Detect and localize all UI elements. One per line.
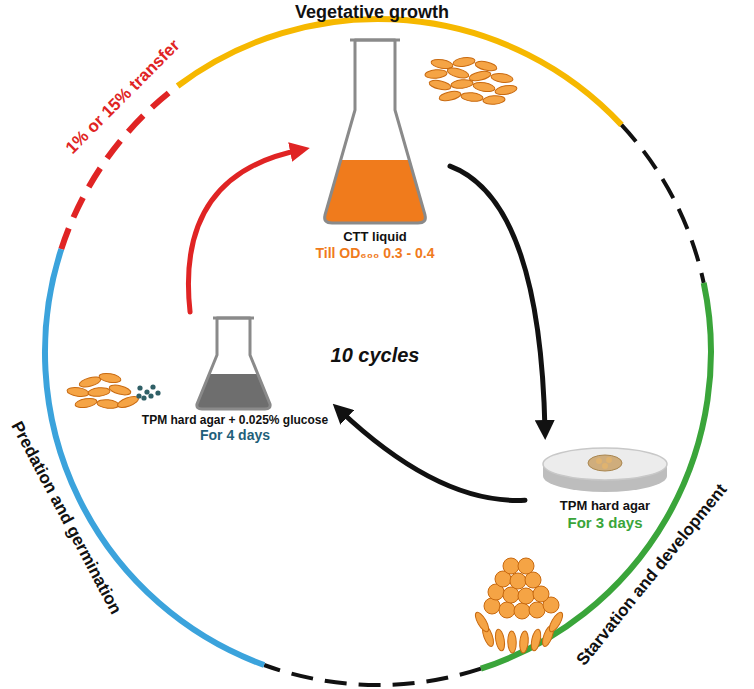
flask-node: CTT liquidTill OD₆₀₀ 0.3 - 0.4: [300, 35, 450, 265]
cycle-arrow: [340, 411, 525, 501]
node-heading: TPM hard agar: [525, 498, 685, 514]
cell: [453, 56, 476, 67]
cell: [116, 394, 140, 409]
shape-part: [350, 39, 400, 42]
cell: [494, 628, 506, 651]
fruiting-body: [473, 558, 565, 653]
shape-part: [197, 318, 270, 409]
flask-node: TPM hard agar + 0.025% glucoseFor 4 days: [130, 312, 340, 447]
cycle-label: Predation and germination: [7, 418, 126, 618]
shape-part: [596, 458, 602, 464]
spore: [533, 586, 549, 602]
prey-cell: [144, 389, 149, 394]
dashed-arc: [264, 665, 481, 685]
spore: [503, 587, 519, 603]
cycle-label: 10 cycles: [331, 344, 420, 367]
shape-part: [606, 457, 612, 463]
cell: [446, 66, 469, 80]
spore: [514, 603, 530, 619]
cell: [98, 372, 121, 384]
cycle-label: Vegetative growth: [295, 2, 449, 23]
node-heading: CTT liquid: [300, 229, 450, 245]
cell: [491, 72, 514, 83]
cell: [451, 79, 474, 90]
prey-cell: [148, 393, 153, 398]
prey-cell: [137, 385, 142, 390]
cell: [519, 631, 529, 654]
vegetative-cells: [425, 56, 518, 105]
prey-cell: [141, 395, 146, 400]
cell: [428, 79, 451, 92]
shape-part: [602, 463, 608, 469]
cell: [474, 60, 497, 73]
cell: [67, 386, 90, 397]
cell: [438, 90, 461, 103]
cell: [530, 628, 543, 651]
development-arc: [481, 283, 711, 669]
node-text-group: CTT liquidTill OD₆₀₀ 0.3 - 0.4: [300, 229, 450, 261]
cell: [507, 631, 516, 653]
cell: [108, 383, 131, 396]
cycle-arrow: [188, 150, 300, 312]
cell: [74, 397, 97, 409]
cell: [473, 610, 491, 633]
shape-part: [543, 448, 667, 480]
cycle-arrow: [450, 166, 545, 430]
spore: [499, 602, 515, 618]
prey-cell: [136, 393, 141, 398]
node-heading: TPM hard agar + 0.025% glucose: [130, 413, 340, 427]
spore: [484, 598, 500, 614]
cell: [88, 387, 111, 398]
cell: [468, 70, 491, 83]
node-note: For 4 days: [130, 427, 340, 444]
shape-part: [325, 160, 426, 223]
node-note: For 3 days: [525, 514, 685, 532]
spore: [525, 572, 541, 588]
predation-cells: [67, 372, 161, 410]
prey-cell: [155, 390, 160, 395]
flask-node: TPM hard agarFor 3 days: [525, 430, 685, 545]
spore: [510, 573, 526, 589]
node-text-group: TPM hard agarFor 3 days: [525, 498, 685, 532]
shape-part: [588, 455, 622, 471]
cell: [97, 399, 120, 410]
cell: [483, 95, 506, 105]
cell: [78, 375, 101, 389]
spore: [518, 588, 534, 604]
cell: [461, 92, 484, 103]
cell: [494, 84, 517, 96]
shape-part: [197, 318, 270, 409]
shape-part: [325, 40, 426, 223]
cell: [472, 81, 495, 93]
node-note: Till OD₆₀₀ 0.3 - 0.4: [300, 245, 450, 262]
predation-arc: [45, 249, 264, 665]
spore: [518, 558, 534, 574]
shape-part: [213, 317, 254, 320]
shape-part: [325, 40, 426, 223]
node-text-group: TPM hard agar + 0.025% glucoseFor 4 days: [130, 413, 340, 444]
growth-arc: [178, 19, 622, 125]
prey-cell: [150, 384, 155, 389]
spore: [503, 558, 519, 574]
dashed-arc: [622, 125, 704, 283]
cell: [547, 610, 565, 633]
cell: [425, 69, 448, 79]
